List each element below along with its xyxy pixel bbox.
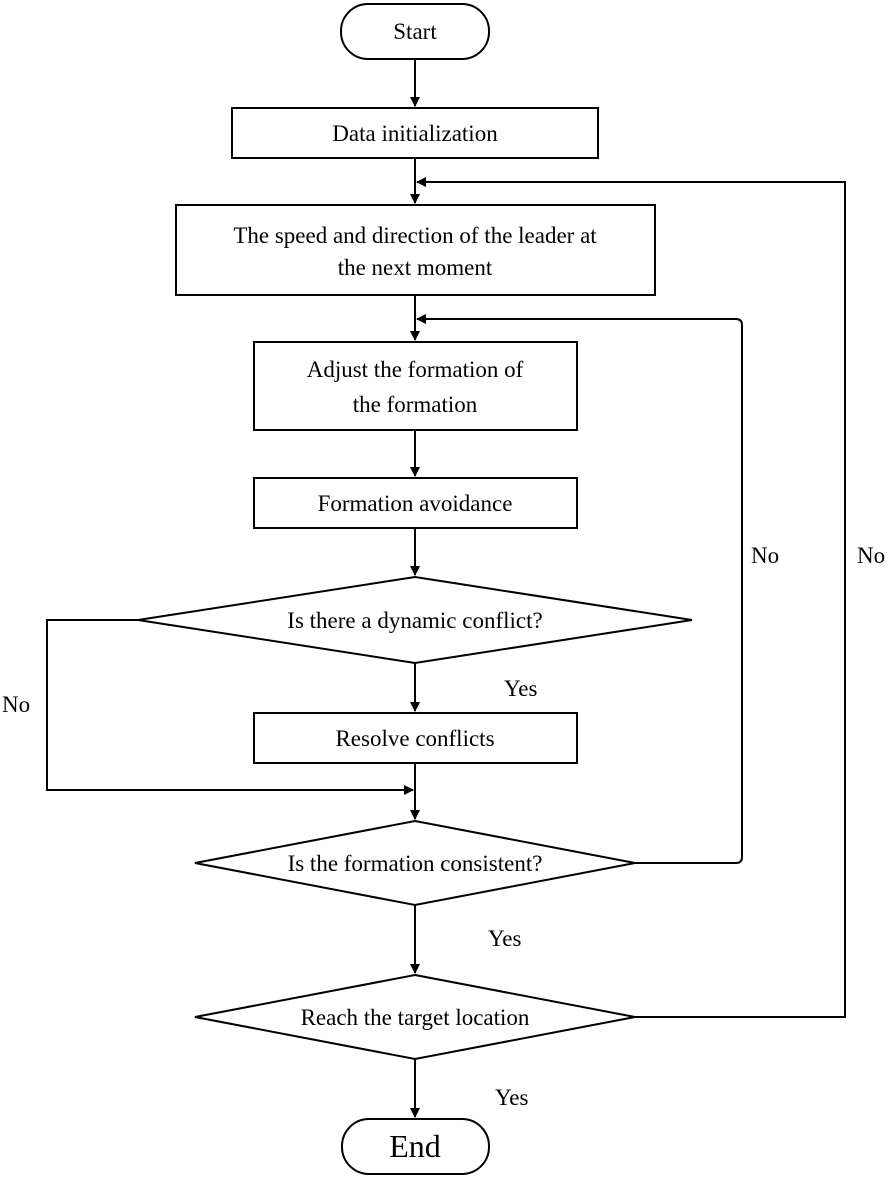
- end-label: End: [389, 1128, 441, 1164]
- end-terminator: [341, 1118, 490, 1175]
- arrow-conflict-no-bypass: [46, 619, 414, 795]
- data-initialization-box: [231, 107, 599, 159]
- arrow-consistent-no-loop: [416, 314, 743, 864]
- formation-consistent-label: Is the formation consistent?: [288, 851, 543, 876]
- conflict-yes-label: Yes: [504, 676, 538, 701]
- leader-speed-label-line1: The speed and direction of the leader at: [233, 223, 597, 248]
- conflict-no-label: No: [2, 692, 30, 717]
- target-yes-label: Yes: [495, 1085, 529, 1110]
- leader-speed-box: [175, 204, 656, 296]
- consistent-yes-label: Yes: [488, 926, 522, 951]
- adjust-formation-box: [253, 341, 578, 431]
- data-initialization-label: Data initialization: [332, 121, 498, 146]
- reach-target-label: Reach the target location: [301, 1005, 530, 1030]
- leader-speed-label-line2: the next moment: [338, 255, 493, 280]
- adjust-formation-label-line2: the formation: [353, 392, 478, 417]
- formation-avoidance-label: Formation avoidance: [318, 491, 513, 516]
- adjust-formation-label-line1: Adjust the formation of: [307, 357, 524, 382]
- target-no-label: No: [857, 543, 885, 568]
- formation-avoidance-box: [253, 477, 578, 529]
- arrow-target-no-loop: [416, 177, 846, 1018]
- resolve-conflicts-label: Resolve conflicts: [335, 726, 494, 751]
- dynamic-conflict-label: Is there a dynamic conflict?: [287, 608, 542, 633]
- consistent-no-label: No: [751, 543, 779, 568]
- start-label: Start: [393, 19, 437, 44]
